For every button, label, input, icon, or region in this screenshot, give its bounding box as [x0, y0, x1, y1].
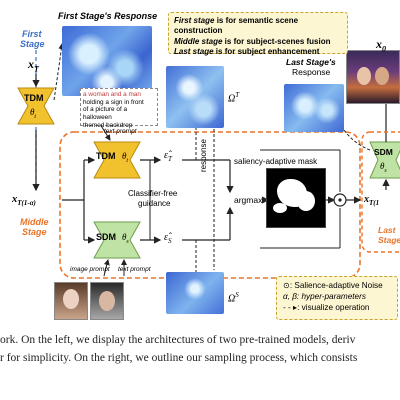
classifier-free-label-2: guidance — [138, 199, 171, 208]
x-t-alpha-label: xT(1-α) — [12, 194, 36, 208]
sdm-mid-shape — [93, 221, 141, 259]
text-prompt-label: text prompt — [104, 128, 137, 135]
sdm-right-param: θs — [380, 161, 387, 174]
x-t-last-label: xT(1 — [364, 194, 380, 207]
last-stage-heatmap — [284, 84, 344, 132]
omega-t-label: ΩT — [228, 91, 240, 105]
classifier-free-label-1: Classifier-free — [128, 189, 178, 198]
tdm-left-shape — [17, 87, 55, 125]
tdm-mid-param: θt — [122, 151, 129, 164]
last-stage-label-2: Stage — [378, 235, 400, 245]
saliency-mask-label: saliency-adaptive mask — [234, 157, 318, 166]
saliency-mask — [266, 168, 326, 228]
text-prompt-box: a woman and a man holding a sign in fron… — [80, 88, 158, 129]
subject-photo-man — [90, 282, 124, 320]
tdm-mid-name: TDM — [96, 151, 116, 161]
last-stage-response-1: Last Stage's — [286, 57, 336, 67]
middle-stage-label-2: Stage — [22, 227, 47, 237]
omega-t-heatmap — [166, 66, 224, 128]
first-stage-label-2: Stage — [20, 39, 45, 49]
x-0-label: x0 — [376, 37, 386, 54]
middle-stage-label-1: Middle — [20, 217, 49, 227]
prompt-line-4: themed backdrop — [83, 121, 133, 129]
legend-visualize: - - ▸: visualize operation — [283, 303, 370, 313]
output-image — [346, 50, 400, 104]
omega-s-heatmap — [166, 272, 224, 314]
tdm-left-name: TDM — [24, 93, 44, 103]
prompt-line-3: of a picture of a halloween — [83, 106, 128, 122]
legend-noise: ⊙: Salience-adaptive Noise — [283, 281, 383, 290]
first-stage-response-label: First Stage's Response — [58, 11, 158, 21]
x-t-label: xT — [28, 57, 39, 74]
omega-s-label: ΩS — [228, 291, 239, 305]
sdm-right-name: SDM — [374, 147, 393, 157]
sdm-mid-param: θs — [122, 232, 129, 245]
legend-box: ⊙: Salience-adaptive Noise α, β: hyper-p… — [276, 276, 398, 320]
sdm-right-shape — [369, 141, 400, 179]
caption-line-1: ork. On the left, we display the archite… — [0, 334, 356, 346]
eps-t-label: ε̂T — [164, 150, 172, 163]
prompt-line-2: holding a sign in front — [83, 98, 144, 106]
prompt-line-1: a woman and a man — [83, 91, 141, 98]
last-stage-label-1: Last — [378, 225, 396, 235]
subject-photo-woman — [54, 282, 88, 320]
first-stage-heatmap — [62, 26, 152, 96]
text-prompt-label-2: text prompt — [118, 266, 151, 273]
tdm-mid-shape — [93, 141, 141, 179]
last-stage-response-2: Response — [292, 67, 331, 77]
stage-note-1: First stage is for semantic scene constr… — [174, 16, 299, 36]
stage-note-2: Middle stage is for subject-scenes fusio… — [174, 36, 331, 46]
first-stage-label-1: First — [22, 29, 42, 39]
tdm-left-param: θt — [30, 107, 37, 120]
eps-s-label: ε̂S — [164, 232, 172, 245]
response-label: response — [199, 139, 208, 172]
image-prompt-label: image prompt — [70, 266, 110, 273]
caption-line-2: r for simplicity. On the right, we outli… — [0, 352, 358, 364]
stage-note-3: Last stage is for subject enhancement — [174, 47, 320, 57]
legend-hyper: α, β: hyper-parameters — [283, 292, 366, 302]
stage-note-box: First stage is for semantic scene constr… — [168, 12, 348, 57]
sdm-mid-name: SDM — [96, 232, 116, 242]
last-stage-region — [361, 131, 400, 253]
argmax-label: argmax — [234, 195, 263, 205]
